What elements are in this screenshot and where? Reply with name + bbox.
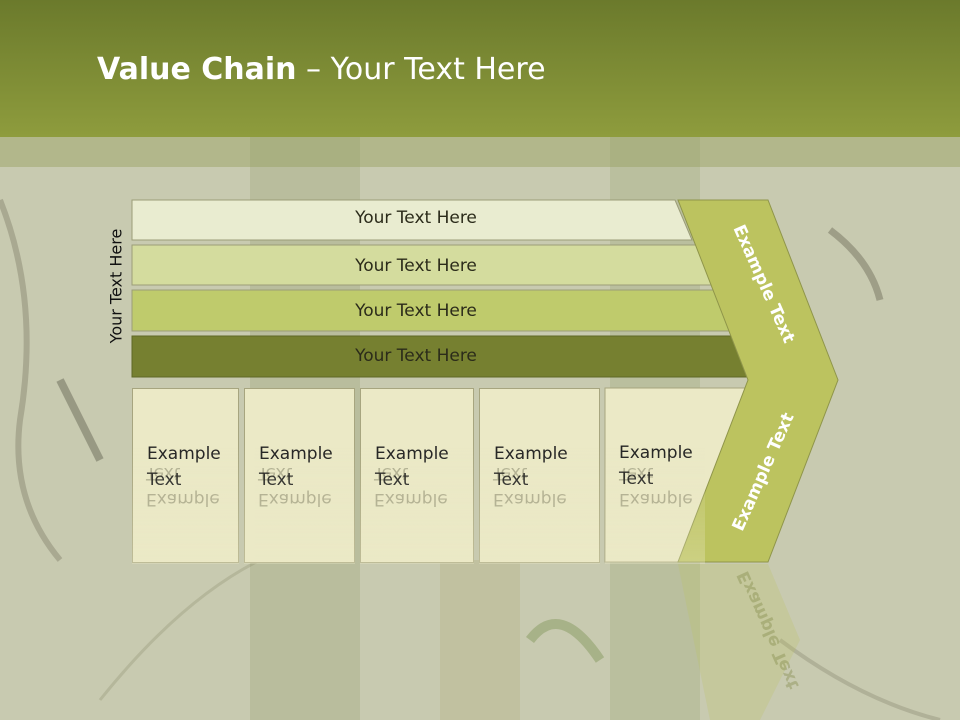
- box-5-reflection-line1: Example: [619, 489, 693, 509]
- box-3-reflection-line2: Text: [374, 463, 409, 483]
- box-1-line2: Text: [147, 467, 238, 493]
- box-5-reflection: Example Text: [605, 444, 705, 564]
- side-label: Your Text Here: [106, 228, 126, 344]
- slide-title: Value Chain – Your Text Here: [97, 52, 546, 87]
- header-band: [0, 137, 960, 167]
- box-5-reflection-line2: Text: [619, 463, 654, 483]
- box-5-line1: Example: [619, 440, 705, 466]
- bar-1: [131, 199, 693, 241]
- box-1-reflection-line2: Text: [146, 463, 181, 483]
- box-5-line2: Text: [619, 466, 705, 492]
- box-3-reflection-line1: Example: [374, 489, 448, 509]
- bar-2-label: Your Text Here: [355, 256, 477, 276]
- bar-3-label: Your Text Here: [355, 301, 477, 321]
- header-bar: [0, 0, 960, 137]
- box-2-line1: Example: [259, 441, 354, 467]
- bar-4-label: Your Text Here: [355, 346, 477, 366]
- box-1-line1: Example: [147, 441, 238, 467]
- box-4-line2: Text: [494, 467, 599, 493]
- chevron-arrow: [677, 199, 839, 563]
- box-4-reflection-line2: Text: [493, 463, 528, 483]
- chevron-arrow-reflection: [678, 564, 800, 720]
- title-bold: Value Chain: [97, 52, 297, 87]
- bar-1-label: Your Text Here: [355, 208, 477, 228]
- box-3-line2: Text: [375, 467, 473, 493]
- box-3-line1: Example: [375, 441, 473, 467]
- box-1-reflection-line1: Example: [146, 489, 220, 509]
- title-rest: – Your Text Here: [296, 52, 546, 87]
- box-2-line2: Text: [259, 467, 354, 493]
- box-2-reflection-line2: Text: [258, 463, 293, 483]
- box-4-reflection-line1: Example: [493, 489, 567, 509]
- box-2-reflection-line1: Example: [258, 489, 332, 509]
- box-4-line1: Example: [494, 441, 599, 467]
